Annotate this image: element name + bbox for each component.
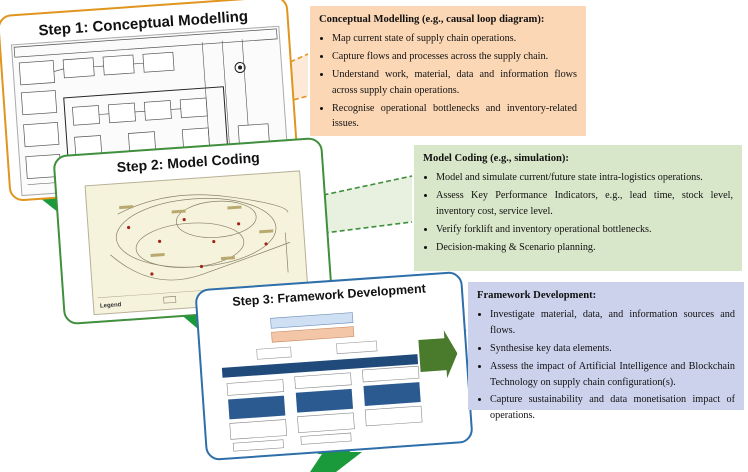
box-2-list: Model and simulate current/future state … [423, 170, 733, 255]
box-3-list: Investigate material, data, and informat… [477, 307, 735, 424]
framework-development-box: Framework Development: Investigate mater… [468, 282, 744, 421]
box-2-heading: Model Coding (e.g., simulation): [423, 153, 569, 164]
box-2-item: Decision-making & Scenario planning. [436, 240, 733, 256]
box-3-item: Investigate material, data, and informat… [490, 307, 735, 339]
step-3-card: Step 3: Framework Development [194, 270, 474, 462]
box-3-item: Synthesise key data elements. [490, 341, 735, 357]
box-3-item: Assess the impact of Artificial Intellig… [490, 359, 735, 391]
box-3-item: Capture sustainability and data monetisa… [490, 392, 735, 424]
callout-2 [300, 176, 412, 236]
model-coding-box: Model Coding (e.g., simulation): Model a… [414, 145, 742, 271]
box-2-item: Assess Key Performance Indicators, e.g.,… [436, 188, 733, 220]
framework-thumbnail [210, 301, 464, 455]
box-1-item: Map current state of supply chain operat… [332, 31, 577, 47]
box-1-list: Map current state of supply chain operat… [319, 31, 577, 132]
conceptual-modelling-box: Conceptual Modelling (e.g., causal loop … [310, 6, 586, 136]
box-1-item: Capture flows and processes across the s… [332, 49, 577, 65]
box-3-heading: Framework Development: [477, 290, 597, 301]
box-1-heading: Conceptual Modelling (e.g., causal loop … [319, 14, 545, 25]
box-2-item: Verify forklift and inventory operationa… [436, 222, 733, 238]
box-1-item: Recognise operational bottlenecks and in… [332, 101, 577, 133]
box-2-item: Model and simulate current/future state … [436, 170, 733, 186]
box-1-item: Understand work, material, data and info… [332, 67, 577, 99]
framework-sketch [221, 312, 458, 452]
